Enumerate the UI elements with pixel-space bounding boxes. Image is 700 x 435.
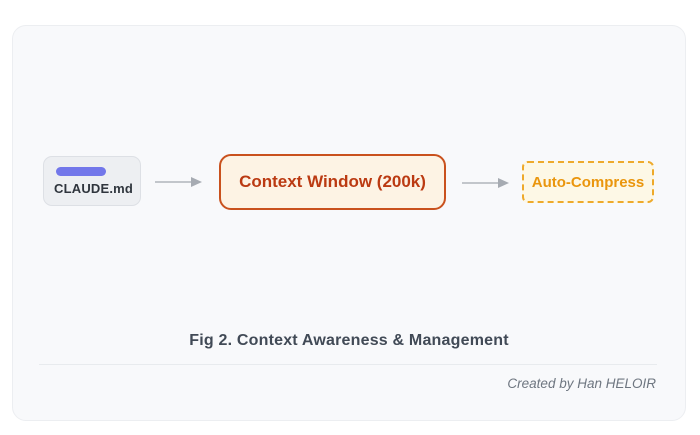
- attribution-text: Created by Han HELOIR: [507, 376, 656, 391]
- node-context-window-label: Context Window (200k): [239, 172, 426, 191]
- node-auto-compress-label: Auto-Compress: [531, 173, 645, 191]
- arrow-right-icon: [462, 178, 509, 188]
- node-auto-compress: Auto-Compress: [522, 161, 654, 203]
- arrow-right-icon: [155, 177, 202, 187]
- node-claude-md-label: CLAUDE.md: [54, 180, 134, 196]
- divider: [39, 364, 657, 365]
- file-accent-bar-icon: [56, 166, 106, 176]
- node-context-window: Context Window (200k): [219, 154, 446, 210]
- figure-card: CLAUDE.md Context Window (200k) Auto-Com…: [12, 25, 686, 421]
- node-claude-md: CLAUDE.md: [43, 156, 141, 206]
- figure-caption: Fig 2. Context Awareness & Management: [189, 332, 509, 349]
